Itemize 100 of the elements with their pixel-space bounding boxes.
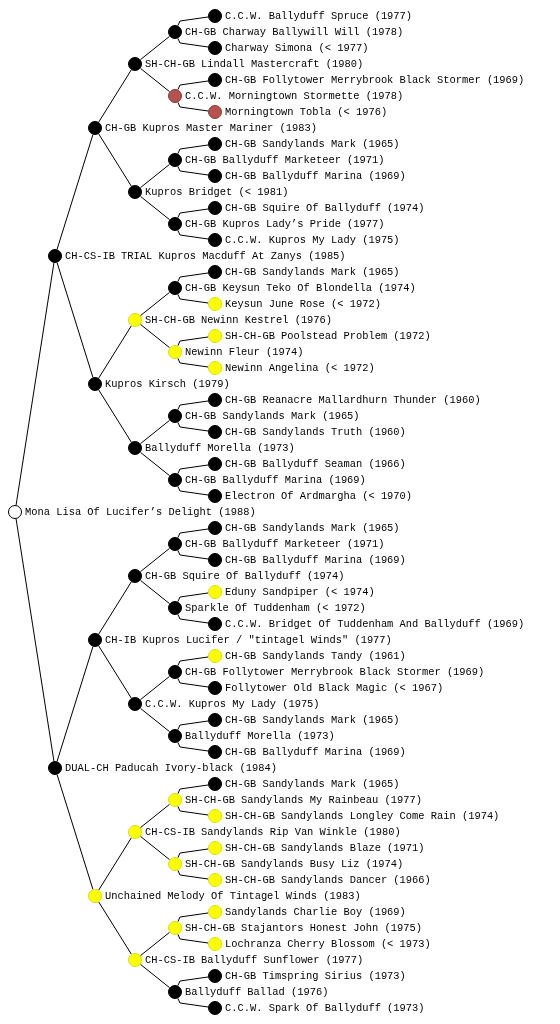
dog-name-label: CH-GB Ballyduff Marina (1969) [225, 171, 406, 181]
dog-name-label: SH-CH-GB Stajantors Honest John (1975) [185, 923, 422, 933]
connector-line [177, 208, 209, 219]
connector-line [98, 837, 132, 891]
connector-line [177, 933, 209, 944]
connector-line [139, 163, 171, 189]
dog-name-label: CH-GB Ballyduff Marina (1969) [225, 747, 406, 757]
connector-line [56, 774, 94, 890]
dog-name-label: CH-GB Sandylands Mark (1965) [225, 139, 400, 149]
dog-name-label: SH-CH-GB Sandylands My Rainbeau (1977) [185, 795, 422, 805]
dog-name-label: DUAL-CH Paducah Ivory-black (1984) [65, 763, 277, 773]
connector-line [177, 805, 209, 816]
dog-name-label: SH-CH-GB Newinn Kestrel (1976) [145, 315, 333, 325]
connector-line [139, 195, 171, 221]
dog-name-label: CH-GB Kupros Master Mariner (1983) [105, 123, 317, 133]
dog-name-label: Newinn Fleur (1974) [185, 347, 304, 357]
connector-line [98, 901, 132, 955]
connector-line [98, 325, 132, 379]
connector-line [139, 291, 171, 317]
dog-name-label: Ballyduff Morella (1973) [145, 443, 295, 453]
dog-name-label: Kupros Bridget (< 1981) [145, 187, 289, 197]
dog-name-label: CH-CS-IB Ballyduff Sunflower (1977) [145, 955, 364, 965]
dog-name-label: Eduny Sandpiper (< 1974) [225, 587, 375, 597]
dog-name-label: CH-GB Ballyduff Seaman (1966) [225, 459, 406, 469]
connector-line [177, 869, 209, 880]
connector-line [139, 835, 171, 861]
dog-name-label: Morningtown Tobla (< 1976) [225, 107, 388, 117]
dog-name-label: CH-GB Sandylands Mark (1965) [225, 715, 400, 725]
connector-line [56, 262, 94, 378]
dog-name-label: CH-GB Sandylands Mark (1965) [225, 779, 400, 789]
connector-line [177, 101, 209, 112]
dog-name-label: CH-GB Timspring Sirius (1973) [225, 971, 406, 981]
connector-line [177, 677, 209, 688]
dog-name-label: CH-GB Sandylands Truth (1960) [225, 427, 406, 437]
connector-line [139, 35, 171, 61]
connector-line [177, 720, 209, 731]
dog-name-label: C.C.W. Kupros My Lady (1975) [225, 235, 400, 245]
dog-name-label: CH-GB Follytower Merrybrook Black Stormer (1969) [225, 75, 525, 85]
connector-line [177, 165, 209, 176]
connector-line [177, 485, 209, 496]
connector-line [177, 464, 209, 475]
dog-name-label: CH-GB Sandylands Mark (1965) [225, 267, 400, 277]
dog-name-label: CH-GB Sandylands Mark (1965) [185, 411, 360, 421]
dog-name-label: Electron Of Ardmargha (< 1970) [225, 491, 413, 501]
connector-line [15, 262, 55, 506]
dog-name-label: CH-GB Follytower Merrybrook Black Stormer (1969) [185, 667, 485, 677]
dog-name-label: CH-GB Kupros Lady’s Pride (1977) [185, 219, 385, 229]
dog-name-label: CH-GB Charway Ballywill Will (1978) [185, 27, 404, 37]
dog-name-label: CH-GB Squire Of Ballyduff (1974) [225, 203, 425, 213]
connector-line [139, 963, 171, 989]
dog-name-label: Charway Simona (< 1977) [225, 43, 369, 53]
dog-name-label: SH-CH-GB Lindall Mastercraft (1980) [145, 59, 364, 69]
dog-name-label: CH-GB Ballyduff Marketeer (1971) [185, 155, 385, 165]
connector-line [177, 400, 209, 411]
dog-name-label: Sandylands Charlie Boy (1969) [225, 907, 406, 917]
connector-line [177, 741, 209, 752]
connector-line [177, 656, 209, 667]
dog-name-label: Follytower Old Black Magic (< 1967) [225, 683, 444, 693]
connector-line [139, 451, 171, 477]
connector-line [98, 133, 132, 187]
dog-name-label: SH-CH-GB Sandylands Longley Come Rain (1974) [225, 811, 500, 821]
dog-name-label: CH-IB Kupros Lucifer / "tintagel Winds" (1977) [105, 635, 392, 645]
connector-line [177, 229, 209, 240]
dog-name-label: CH-CS-IB Sandylands Rip Van Winkle (1980) [145, 827, 401, 837]
connector-line [56, 134, 94, 250]
dog-name-label: C.C.W. Spark Of Ballyduff (1973) [225, 1003, 425, 1013]
connector-line [56, 646, 94, 762]
dog-name-label: C.C.W. Ballyduff Spruce (1977) [225, 11, 413, 21]
connector-line [177, 80, 209, 91]
dog-name-label: Unchained Melody Of Tintagel Winds (1983) [105, 891, 361, 901]
connector-line [139, 323, 171, 349]
dog-name-label: C.C.W. Bridget Of Tuddenham And Ballyduff (1969) [225, 619, 525, 629]
dog-name-label: Keysun June Rose (< 1972) [225, 299, 381, 309]
connector-line [177, 528, 209, 539]
connector-line [139, 675, 171, 701]
connector-line [15, 518, 55, 762]
connector-line [177, 549, 209, 560]
connector-line [177, 144, 209, 155]
dog-name-label: Sparkle Of Tuddenham (< 1972) [185, 603, 366, 613]
connector-line [139, 579, 171, 605]
dog-name-label: CH-GB Keysun Teko Of Blondella (1974) [185, 283, 416, 293]
connector-line [98, 645, 132, 699]
connector-line [98, 389, 132, 443]
connector-line [177, 997, 209, 1008]
connector-line [177, 912, 209, 923]
dog-name-label: Mona Lisa Of Lucifer’s Delight (1988) [25, 507, 256, 517]
dog-name-label: CH-CS-IB TRIAL Kupros Macduff At Zanys (1985) [65, 251, 346, 261]
connector-line [177, 16, 209, 27]
dog-name-label: Ballyduff Ballad (1976) [185, 987, 329, 997]
connector-line [177, 613, 209, 624]
dog-name-label: SH-CH-GB Poolstead Problem (1972) [225, 331, 431, 341]
dog-name-label: CH-GB Ballyduff Marina (1969) [185, 475, 366, 485]
connector-line [98, 581, 132, 635]
connector-line [139, 803, 171, 829]
dog-name-label: SH-CH-GB Sandylands Busy Liz (1974) [185, 859, 404, 869]
connector-line [177, 848, 209, 859]
connector-line [177, 37, 209, 48]
dog-name-label: Ballyduff Morella (1973) [185, 731, 335, 741]
connector-line [177, 976, 209, 987]
connector-line [177, 336, 209, 347]
